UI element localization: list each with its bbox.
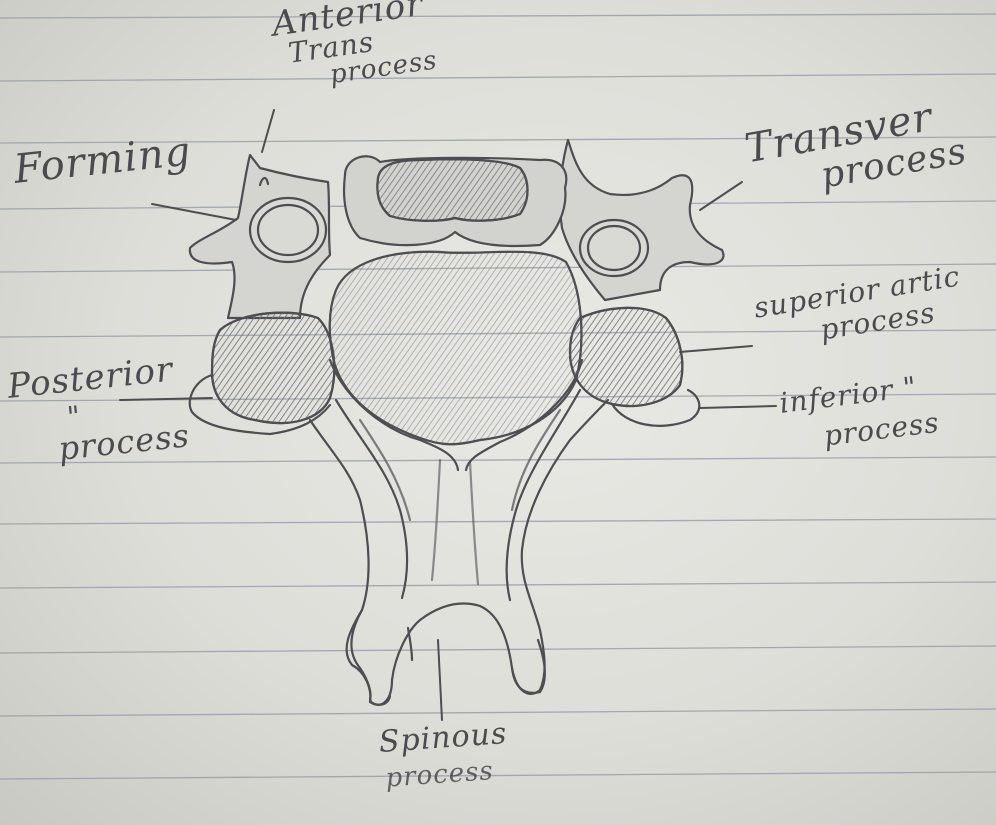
leader-transverse — [700, 182, 742, 210]
label-spinous-process: Spinous process — [378, 719, 511, 792]
label-spinous-line1: Spinous — [378, 716, 509, 760]
leader-superior — [680, 346, 752, 352]
leader-forming — [152, 204, 236, 220]
leader-spinous — [438, 640, 442, 720]
left-articular-mass — [190, 313, 334, 434]
left-foramen — [250, 198, 326, 262]
leader-anterior — [262, 110, 274, 152]
leader-inferior — [700, 406, 776, 408]
right-transverse-process — [560, 140, 723, 300]
spinous-process — [351, 610, 544, 705]
left-transverse-process — [190, 155, 330, 318]
right-foramen — [580, 220, 648, 276]
anterior-body-block — [344, 156, 566, 246]
vertebral-arch — [330, 252, 582, 470]
label-posterior-process: Posterior " process — [6, 352, 191, 470]
right-articular-mass — [570, 308, 699, 426]
